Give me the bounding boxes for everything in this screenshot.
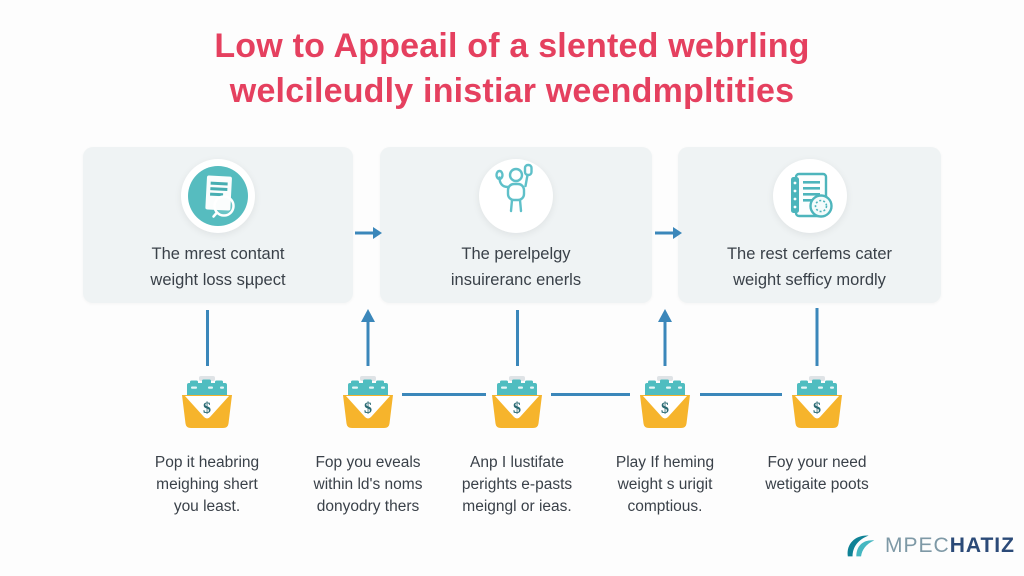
card-3-line-2: weight sefficy mordly <box>733 271 886 289</box>
step-4-line-2: weight s urigit <box>617 476 713 493</box>
card-1-line-1: The mrest contant <box>151 245 285 263</box>
checklist-clock-icon <box>772 159 847 233</box>
step-1-line-2: meighing shert <box>156 476 258 493</box>
page-title-line-2: welcileudly inistiar weendmpltities <box>229 72 795 110</box>
step-label-3: Anp I lustifate perights e-pasts meigngl… <box>432 452 602 518</box>
page-title-line-1: Low to Appeail of a slented webrling <box>214 27 810 65</box>
step-4-line-1: Play If heming <box>615 454 715 471</box>
step-label-4: Play If heming weight s urigit comptious… <box>580 452 750 518</box>
arrow-up-step2 <box>361 309 375 366</box>
logo-swoosh-icon <box>847 535 875 557</box>
step-label-5: Foy your need wetigaite poots <box>732 452 902 496</box>
money-envelope-icon-2 <box>343 376 393 428</box>
card-step-1: The mrest contant weight loss sµpect <box>83 147 353 303</box>
logo-text-secondary: HATIZ <box>949 534 1015 557</box>
logo-text: MPECHATIZ <box>885 534 1015 558</box>
card-2-line-1: The perelpelgy <box>461 245 571 263</box>
brand-logo: MPECHATIZ <box>845 531 1015 561</box>
card-3-line-1: The rest cerfems cater <box>726 245 893 263</box>
step-3-line-2: perights e-pasts <box>461 476 573 493</box>
step-5-line-1: Foy your need <box>767 454 867 471</box>
step-2-line-1: Fop you eveals <box>315 454 421 471</box>
money-envelope-icon-1 <box>182 376 232 428</box>
step-3-line-1: Anp I lustifate <box>470 454 564 471</box>
money-envelope-icon-3 <box>492 376 542 428</box>
step-1-line-3: you least. <box>173 498 241 515</box>
arrow-right-card1-card2 <box>355 227 382 239</box>
step-2-line-2: within ld's noms <box>313 476 423 493</box>
step-label-1: Pop it heabring meighing shert you least… <box>122 452 292 518</box>
money-envelope-icon-5 <box>792 376 842 428</box>
step-5-line-2: wetigaite poots <box>765 476 869 493</box>
step-4-line-3: comptious. <box>627 498 703 515</box>
logo-text-primary: MPEC <box>885 534 950 557</box>
card-2-line-2: insuireranc enerls <box>450 271 582 289</box>
step-2-line-3: donyodry thers <box>316 498 420 515</box>
page-title: Low to Appeail of a slented webrling wel… <box>0 24 1024 114</box>
card-1-text: The mrest contant weight loss sµpect <box>150 241 285 293</box>
card-1-line-2: weight loss sµpect <box>150 271 286 289</box>
step-1-line-1: Pop it heabring <box>154 454 260 471</box>
card-3-text: The rest cerfems cater weight sefficy mo… <box>727 241 892 293</box>
money-envelope-icon-4 <box>640 376 690 428</box>
card-2-text: The perelpelgy insuireranc enerls <box>451 241 581 293</box>
step-label-2: Fop you eveals within ld's noms donyodry… <box>283 452 453 518</box>
document-search-icon <box>181 159 255 233</box>
waving-person-icon <box>479 159 553 233</box>
step-3-line-3: meigngl or ieas. <box>462 498 572 515</box>
arrow-up-step4 <box>658 309 672 366</box>
card-step-3: The rest cerfems cater weight sefficy mo… <box>678 147 941 303</box>
card-step-2: The perelpelgy insuireranc enerls <box>380 147 652 303</box>
